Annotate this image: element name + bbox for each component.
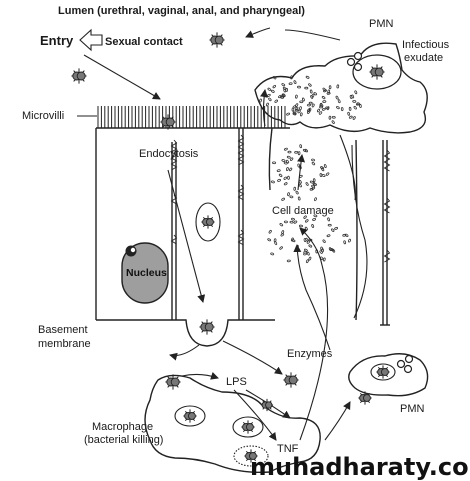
- cell-damage-label: Cell damage: [272, 205, 334, 217]
- microvilli: [97, 106, 286, 128]
- exudate-particles: [259, 75, 362, 264]
- nucleus-label: Nucleus: [126, 267, 167, 279]
- sexual-contact-label: Sexual contact: [105, 36, 183, 48]
- gonococcus-icon: [209, 32, 225, 48]
- entry-arrow-icon: [79, 28, 103, 52]
- exudate-label: exudate: [404, 52, 443, 64]
- pmn-top-label: PMN: [369, 18, 394, 30]
- gonococcus-icon: [165, 374, 181, 390]
- enzymes-label: Enzymes: [287, 348, 333, 360]
- pmn-bottom-nucleus-icon: [396, 354, 414, 374]
- gonococcus-icon: [376, 365, 390, 379]
- macrophage-cell: [144, 374, 321, 474]
- lps-label: LPS: [226, 376, 247, 388]
- gonococcus-icon: [71, 68, 87, 84]
- tnf-label: TNF: [277, 443, 299, 455]
- gonococcus-icon: [199, 319, 215, 335]
- endocytosis-label: Endocytosis: [139, 148, 199, 160]
- gonococcus-icon: [183, 409, 197, 423]
- tight-junctions: [170, 134, 391, 263]
- epithelial-cells: [95, 127, 390, 347]
- gonococci: [71, 32, 390, 463]
- pmn-top-nucleus-icon: [346, 51, 363, 72]
- lumen-label: Lumen (urethral, vaginal, anal, and phar…: [58, 5, 305, 17]
- infectious-label: Infectious: [402, 39, 450, 51]
- infectious-exudate-blob: [254, 42, 428, 134]
- pmn-bottom-label: PMN: [400, 403, 425, 415]
- gonococcus-icon: [283, 372, 299, 388]
- macrophage-label: Macrophage: [92, 421, 153, 433]
- gonococcus-icon: [260, 398, 274, 412]
- gonococcus-icon: [244, 449, 258, 463]
- gonococcus-icon: [358, 391, 372, 405]
- gonococcus-icon: [201, 215, 215, 229]
- membrane-label: membrane: [38, 338, 91, 350]
- gonococcus-icon: [160, 114, 176, 130]
- gonococcus-icon: [369, 64, 385, 80]
- pmn-bottom-cell: [348, 353, 429, 397]
- entry-label: Entry: [40, 33, 74, 48]
- gonococcus-icon: [241, 420, 255, 434]
- bacterial-killing-label: (bacterial killing): [84, 434, 163, 446]
- microvilli-label: Microvilli: [22, 110, 64, 122]
- basement-label: Basement: [38, 324, 88, 336]
- watermark: muhadharaty.com: [250, 453, 470, 481]
- nucleus: [121, 242, 169, 304]
